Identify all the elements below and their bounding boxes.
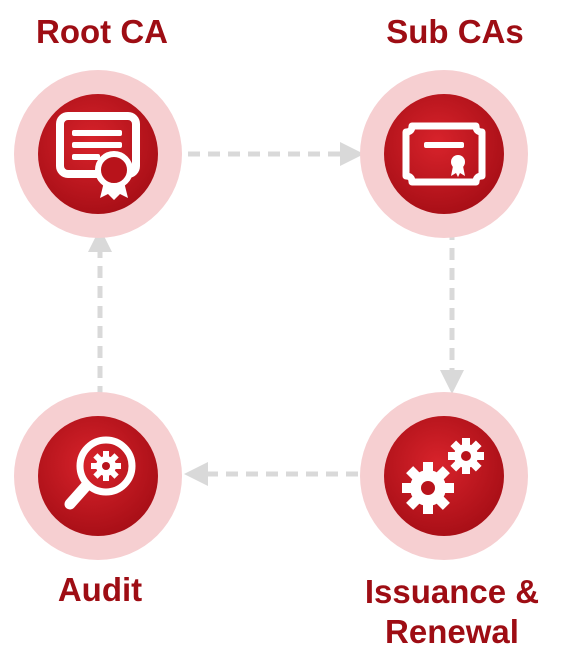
issuance-renewal-label: Issuance & Renewal — [352, 572, 552, 652]
audit-node[interactable] — [14, 392, 182, 560]
magnifier-gear-icon — [64, 436, 136, 510]
certificate-frame-icon — [402, 122, 486, 186]
gears-icon — [402, 438, 484, 514]
issuance-renewal-node[interactable] — [360, 392, 528, 560]
issuance-label-line2: Renewal — [385, 613, 519, 650]
root-ca-label: Root CA — [36, 13, 168, 50]
root-ca-node[interactable] — [14, 70, 182, 238]
sub-cas-node[interactable] — [360, 70, 528, 238]
arrow-sub-to-issuance — [440, 228, 464, 394]
sub-cas-label: Sub CAs — [386, 13, 524, 50]
issuance-label-line1: Issuance & — [364, 573, 540, 610]
issuance-renewal-badge — [360, 392, 528, 560]
root-ca-badge — [14, 70, 182, 238]
arrow-root-to-sub — [168, 142, 364, 166]
audit-label: Audit — [57, 571, 143, 608]
audit-badge — [14, 392, 182, 560]
certificate-icon — [56, 112, 140, 200]
arrow-audit-to-root — [88, 228, 112, 398]
sub-cas-badge — [360, 70, 528, 238]
arrow-issuance-to-audit — [184, 462, 378, 486]
